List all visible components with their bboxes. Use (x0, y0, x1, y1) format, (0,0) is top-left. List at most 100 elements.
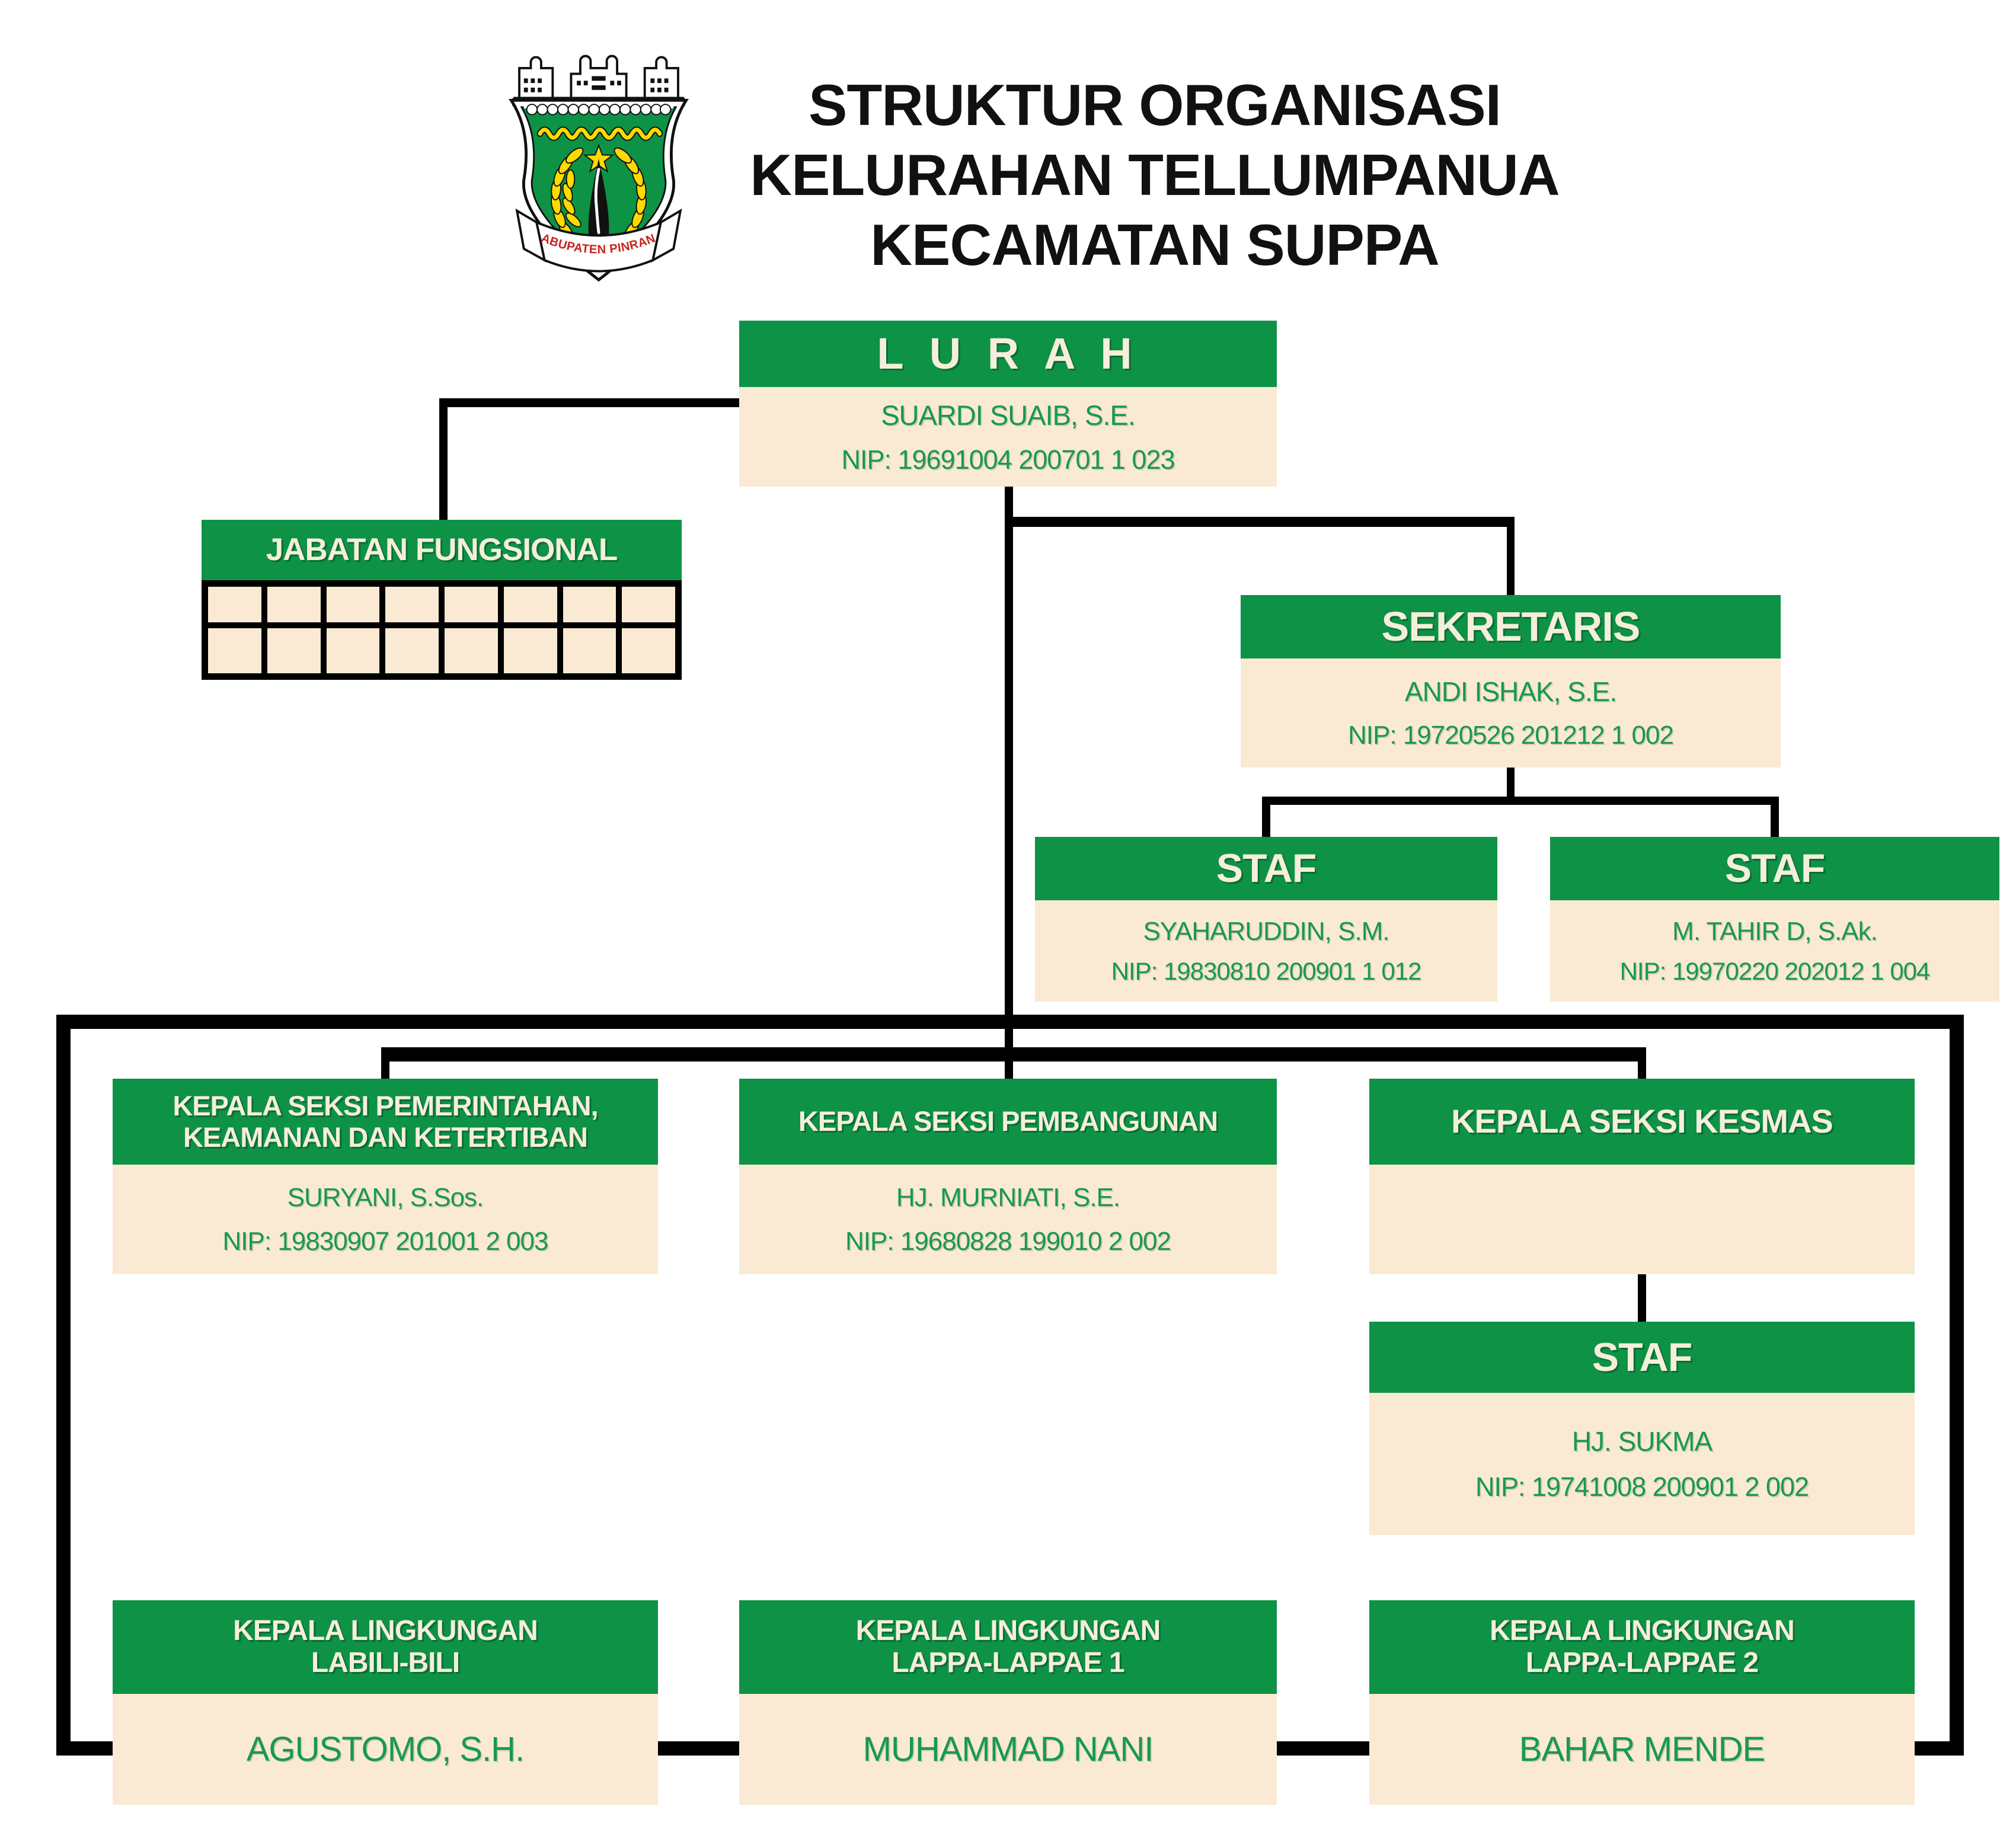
page-title-line-3: KECAMATAN SUPPA (870, 212, 1440, 277)
box-seksi-pemerintahan: KEPALA SEKSI PEMERINTAHAN, KEAMANAN DAN … (113, 1079, 658, 1274)
box-sekretaris: SEKRETARIS ANDI ISHAK, S.E. NIP: 1972052… (1241, 595, 1781, 768)
box-lingkungan-labili-bili: KEPALA LINGKUNGAN LABILI-BILI AGUSTOMO, … (113, 1600, 658, 1805)
box-seksi-pemerintahan-title-line2: KEAMANAN DAN KETERTIBAN (183, 1121, 588, 1153)
connector-sekretaris-bottom-v (1507, 768, 1515, 797)
logo-kris-flame (594, 168, 600, 234)
logo-cityscape-windows (523, 76, 669, 92)
connector-seksi1-v (381, 1047, 389, 1079)
jf-grid-cell (503, 628, 557, 673)
page-title: STRUKTUR ORGANISASI KELURAHAN TELLUMPANU… (651, 70, 1659, 280)
box-staf-2-title: STAF (1724, 846, 1825, 891)
box-lingkungan-1-title-line2: LABILI-BILI (311, 1647, 460, 1678)
box-lingkungan-1-header: KEPALA LINGKUNGAN LABILI-BILI (113, 1600, 658, 1694)
box-staf-1-title: STAF (1216, 846, 1317, 891)
page-title-line-1: STRUKTUR ORGANISASI (809, 72, 1501, 138)
jf-grid-cell (326, 628, 380, 673)
box-seksi-kesmas: KEPALA SEKSI KESMAS (1369, 1079, 1915, 1274)
box-staf-kesmas-name: HJ. SUKMA (1571, 1426, 1713, 1457)
box-staf-2-body: M. TAHIR D, S.Ak. NIP: 19970220 202012 1… (1550, 900, 1999, 1002)
box-lingkungan-3-title-line2: LAPPA-LAPPAE 2 (1525, 1647, 1759, 1678)
box-seksi-pembangunan-nip: NIP: 19680828 199010 2 002 (845, 1226, 1171, 1256)
box-seksi-pembangunan-body: HJ. MURNIATI, S.E. NIP: 19680828 199010 … (739, 1165, 1277, 1274)
box-staf-kesmas: STAF HJ. SUKMA NIP: 19741008 200901 2 00… (1369, 1322, 1915, 1535)
logo-scallops (523, 103, 674, 116)
jf-grid-cell (385, 628, 439, 673)
box-lingkungan-3-name: BAHAR MENDE (1519, 1730, 1765, 1769)
jf-grid-cell (385, 587, 439, 622)
box-seksi-pembangunan-title: KEPALA SEKSI PEMBANGUNAN (798, 1105, 1218, 1137)
connector-lurah-main-v (1005, 487, 1013, 1079)
box-jabatan-fungsional-title: JABATAN FUNGSIONAL (266, 532, 618, 568)
box-seksi-pembangunan: KEPALA SEKSI PEMBANGUNAN HJ. MURNIATI, S… (739, 1079, 1277, 1274)
jf-grid-cell (503, 587, 557, 622)
connector-outer-right-v (1950, 1015, 1964, 1756)
box-staf-2-nip: NIP: 19970220 202012 1 004 (1619, 957, 1931, 985)
box-lingkungan-3-title-line1: KEPALA LINGKUNGAN (1490, 1615, 1795, 1647)
jf-grid-cell (445, 628, 498, 673)
box-lurah-title: L U R A H (877, 328, 1139, 378)
box-lingkungan-3-body: BAHAR MENDE (1369, 1694, 1915, 1805)
box-staf-2-header: STAF (1550, 837, 1999, 900)
box-seksi-pemerintahan-body: SURYANI, S.Sos. NIP: 19830907 201001 2 0… (113, 1165, 658, 1274)
connector-lurah-to-fungsional-h (443, 398, 739, 407)
jf-grid-cell (563, 628, 616, 673)
box-lingkungan-1-title-line1: KEPALA LINGKUNGAN (233, 1615, 538, 1647)
box-seksi-kesmas-header: KEPALA SEKSI KESMAS (1369, 1079, 1915, 1165)
box-lingkungan-2-header: KEPALA LINGKUNGAN LAPPA-LAPPAE 1 (739, 1600, 1277, 1694)
connector-staf-left-v (1262, 797, 1270, 837)
connector-outer-h (56, 1015, 1964, 1029)
logo-wave-icon (538, 127, 662, 140)
connector-outer-left-v (56, 1015, 71, 1756)
box-staf-kesmas-title: STAF (1592, 1334, 1692, 1380)
box-seksi-pemerintahan-header: KEPALA SEKSI PEMERINTAHAN, KEAMANAN DAN … (113, 1079, 658, 1165)
jf-grid-cell (563, 587, 616, 622)
box-staf-kesmas-body: HJ. SUKMA NIP: 19741008 200901 2 002 (1369, 1393, 1915, 1535)
box-staf-1-header: STAF (1035, 837, 1497, 900)
jf-grid-cell (622, 628, 675, 673)
jf-grid-cell (208, 587, 261, 622)
box-lurah-header: L U R A H (739, 321, 1277, 387)
box-lurah-name: SUARDI SUAIB, S.E. (881, 399, 1136, 431)
box-staf-1-name: SYAHARUDDIN, S.M. (1143, 916, 1390, 946)
box-jabatan-fungsional-header: JABATAN FUNGSIONAL (202, 520, 682, 580)
box-seksi-kesmas-title: KEPALA SEKSI KESMAS (1451, 1102, 1833, 1140)
connector-kesmas-staf-v (1638, 1274, 1646, 1322)
connector-seksi3-v (1638, 1047, 1646, 1079)
box-lingkungan-1-body: AGUSTOMO, S.H. (113, 1694, 658, 1805)
page-title-line-2: KELURAHAN TELLUMPANUA (750, 142, 1560, 207)
jf-grid-cell (267, 628, 321, 673)
logo-kris-icon (588, 159, 609, 248)
box-sekretaris-nip: NIP: 19720526 201212 1 002 (1348, 721, 1674, 750)
box-seksi-pemerintahan-name: SURYANI, S.Sos. (287, 1182, 484, 1212)
box-seksi-kesmas-body (1369, 1165, 1915, 1274)
box-lingkungan-2-title-line2: LAPPA-LAPPAE 1 (892, 1647, 1124, 1678)
box-lingkungan-2-body: MUHAMMAD NANI (739, 1694, 1277, 1805)
connector-staf-h (1262, 797, 1779, 805)
box-lurah: L U R A H SUARDI SUAIB, S.E. NIP: 196910… (739, 321, 1277, 487)
box-lurah-nip: NIP: 19691004 200701 1 023 (841, 444, 1175, 475)
box-lingkungan-lappa-lappae-1: KEPALA LINGKUNGAN LAPPA-LAPPAE 1 MUHAMMA… (739, 1600, 1277, 1805)
box-sekretaris-body: ANDI ISHAK, S.E. NIP: 19720526 201212 1 … (1241, 658, 1781, 768)
connector-lurah-to-sekretaris-h (1005, 517, 1515, 527)
jf-grid-cell (326, 587, 380, 622)
jf-grid-cell (622, 587, 675, 622)
jf-grid-cell (445, 587, 498, 622)
box-staf-1-body: SYAHARUDDIN, S.M. NIP: 19830810 200901 1… (1035, 900, 1497, 1002)
jf-grid-cell (267, 587, 321, 622)
connector-seksi-inner-h (381, 1047, 1646, 1062)
box-lingkungan-2-title-line1: KEPALA LINGKUNGAN (855, 1615, 1161, 1647)
box-lingkungan-1-name: AGUSTOMO, S.H. (246, 1730, 525, 1769)
box-sekretaris-title: SEKRETARIS (1381, 603, 1641, 650)
box-staf-sekretaris-2: STAF M. TAHIR D, S.Ak. NIP: 19970220 202… (1550, 837, 1999, 1002)
box-staf-2-name: M. TAHIR D, S.Ak. (1672, 916, 1878, 946)
box-seksi-pembangunan-header: KEPALA SEKSI PEMBANGUNAN (739, 1079, 1277, 1165)
box-seksi-pemerintahan-nip: NIP: 19830907 201001 2 003 (222, 1226, 549, 1256)
box-staf-kesmas-nip: NIP: 19741008 200901 2 002 (1475, 1472, 1809, 1502)
box-seksi-pembangunan-name: HJ. MURNIATI, S.E. (896, 1182, 1120, 1212)
logo-wreath-icon (550, 147, 647, 240)
connector-sekretaris-top-v (1507, 517, 1515, 595)
box-sekretaris-name: ANDI ISHAK, S.E. (1404, 676, 1617, 707)
box-lingkungan-2-name: MUHAMMAD NANI (862, 1730, 1154, 1769)
kabupaten-pinrang-logo: KABUPATEN PINRANG (502, 46, 689, 282)
connector-staf-right-v (1771, 797, 1779, 837)
